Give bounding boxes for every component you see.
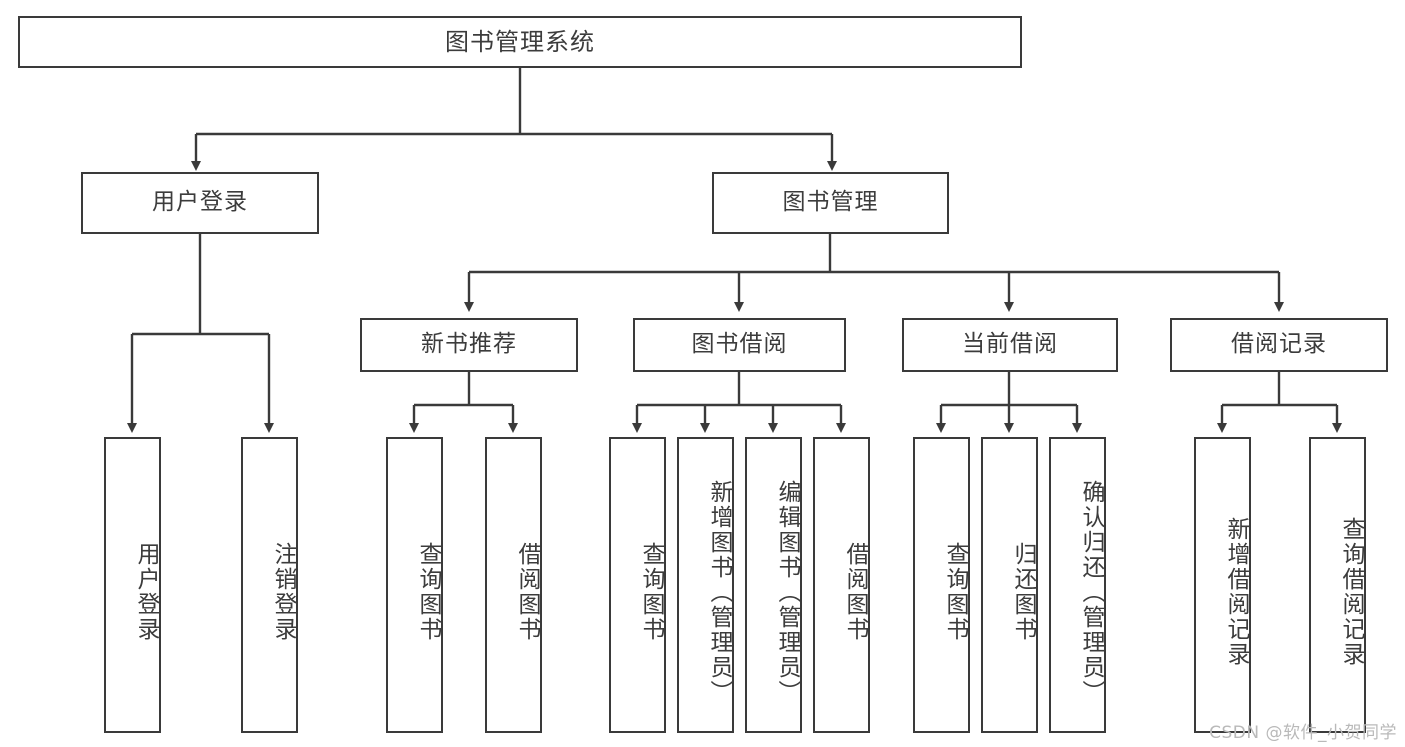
node-book-management[interactable]: 图书管理 (712, 172, 949, 234)
node-label: 图书借阅 (691, 331, 788, 358)
node-label: 新增借阅记录 (1223, 517, 1249, 667)
node-label: 借阅记录 (1231, 331, 1327, 358)
leaf-current-borrow-confirm-return[interactable]: 确认归还（管理员） (1049, 437, 1106, 733)
csdn-watermark: CSDN @软件_小贺同学 (1209, 723, 1397, 743)
node-new-book-recommend[interactable]: 新书推荐 (360, 318, 578, 372)
node-label: 图书管理 (782, 189, 879, 216)
node-label: 用户登录 (152, 189, 248, 216)
node-label: 用户登录 (133, 542, 159, 642)
node-label: 借阅图书 (842, 542, 868, 642)
node-label: 新书推荐 (421, 331, 517, 358)
node-user-login[interactable]: 用户登录 (81, 172, 319, 234)
leaf-user-login-logout[interactable]: 注销登录 (241, 437, 298, 733)
node-label: 确认归还（管理员） (1078, 479, 1104, 705)
leaf-book-borrow-add[interactable]: 新增图书（管理员） (677, 437, 734, 733)
leaf-current-borrow-query[interactable]: 查询图书 (913, 437, 970, 733)
node-borrow-record[interactable]: 借阅记录 (1170, 318, 1388, 372)
node-book-borrow[interactable]: 图书借阅 (633, 318, 846, 372)
node-label: 图书管理系统 (445, 27, 595, 56)
node-label: 新增图书（管理员） (706, 479, 732, 705)
leaf-borrow-record-query[interactable]: 查询借阅记录 (1309, 437, 1366, 733)
leaf-book-borrow-edit[interactable]: 编辑图书（管理员） (745, 437, 802, 733)
node-label: 编辑图书（管理员） (774, 479, 800, 705)
leaf-new-book-query[interactable]: 查询图书 (386, 437, 443, 733)
node-label: 查询借阅记录 (1338, 517, 1364, 667)
leaf-current-borrow-return[interactable]: 归还图书 (981, 437, 1038, 733)
node-label: 当前借阅 (962, 331, 1058, 358)
leaf-new-book-borrow[interactable]: 借阅图书 (485, 437, 542, 733)
node-label: 注销登录 (270, 542, 296, 642)
leaf-book-borrow-borrow[interactable]: 借阅图书 (813, 437, 870, 733)
node-root-book-management-system[interactable]: 图书管理系统 (18, 16, 1022, 68)
leaf-book-borrow-query[interactable]: 查询图书 (609, 437, 666, 733)
node-label: 归还图书 (1010, 542, 1036, 642)
node-label: 查询图书 (415, 542, 441, 642)
node-label: 查询图书 (942, 542, 968, 642)
node-label: 查询图书 (638, 542, 664, 642)
leaf-borrow-record-add[interactable]: 新增借阅记录 (1194, 437, 1251, 733)
node-label: 借阅图书 (514, 542, 540, 642)
leaf-user-login-login[interactable]: 用户登录 (104, 437, 161, 733)
node-current-borrow[interactable]: 当前借阅 (902, 318, 1118, 372)
